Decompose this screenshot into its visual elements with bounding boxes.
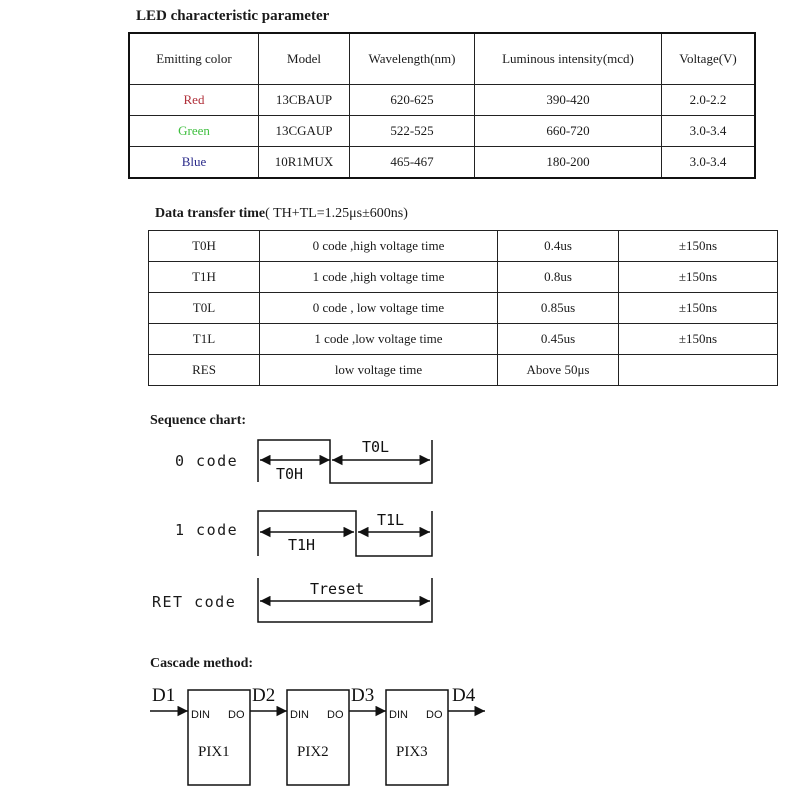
sequence-chart-title: Sequence chart: (150, 413, 247, 428)
led-parameter-table: Emitting color Model Wavelength(nm) Lumi… (128, 32, 756, 179)
t0h-label: T0H (276, 465, 303, 483)
timing-name-cell: RES (148, 354, 260, 386)
timing-description-cell: low voltage time (259, 354, 498, 386)
intensity-cell: 660-720 (474, 115, 662, 147)
pix1-label: PIX1 (198, 744, 230, 760)
transfer-title-bold: Data transfer time (155, 206, 266, 221)
timing-tolerance-cell: ±150ns (618, 292, 778, 324)
t1h-label: T1H (288, 536, 315, 554)
pix1-din: DIN (191, 709, 210, 721)
treset-label: Treset (310, 580, 364, 598)
header-emitting-color: Emitting color (128, 32, 259, 85)
timing-tolerance-cell: ±150ns (618, 323, 778, 355)
pix3-label: PIX3 (396, 744, 428, 760)
pix3-do: DO (426, 709, 443, 721)
voltage-cell: 3.0-3.4 (661, 146, 756, 179)
emitting-color-cell: Blue (128, 146, 259, 179)
timing-description-cell: 1 code ,high voltage time (259, 261, 498, 293)
pix3-din: DIN (389, 709, 408, 721)
timing-name-cell: T0H (148, 230, 260, 262)
signal-d2: D2 (252, 685, 275, 706)
zero-code-waveform (257, 439, 433, 484)
pix1-box (187, 689, 251, 786)
timing-value-cell: 0.45us (497, 323, 619, 355)
timing-description-cell: 0 code , low voltage time (259, 292, 498, 324)
timing-name-cell: T1L (148, 323, 260, 355)
one-code-label: 1 code (175, 521, 239, 539)
transfer-section-title: Data transfer time( TH+TL=1.25μs±600ns) (155, 206, 408, 222)
ret-code-waveform (257, 578, 433, 623)
timing-description-cell: 0 code ,high voltage time (259, 230, 498, 262)
signal-d1: D1 (152, 685, 175, 706)
one-code-waveform (257, 510, 433, 557)
timing-value-cell: 0.85us (497, 292, 619, 324)
header-model: Model (258, 32, 350, 85)
zero-code-label: 0 code (175, 452, 239, 470)
wavelength-cell: 522-525 (349, 115, 475, 147)
model-cell: 13CBAUP (258, 84, 350, 116)
timing-value-cell: Above 50μs (497, 354, 619, 386)
pix1-do: DO (228, 709, 245, 721)
timing-tolerance-cell (618, 354, 778, 386)
model-cell: 13CGAUP (258, 115, 350, 147)
ret-code-label: RET code (152, 593, 237, 611)
wavelength-cell: 465-467 (349, 146, 475, 179)
timing-value-cell: 0.4us (497, 230, 619, 262)
transfer-title-formula: ( TH+TL=1.25μs±600ns) (265, 206, 408, 221)
signal-d4: D4 (452, 685, 476, 706)
header-voltage: Voltage(V) (661, 32, 756, 85)
pix2-do: DO (327, 709, 344, 721)
timing-name-cell: T1H (148, 261, 260, 293)
t0l-label: T0L (362, 438, 389, 456)
cascade-method-title: Cascade method: (150, 656, 254, 671)
intensity-cell: 180-200 (474, 146, 662, 179)
signal-d3: D3 (351, 685, 374, 706)
pix3-box (385, 689, 449, 786)
voltage-cell: 3.0-3.4 (661, 115, 756, 147)
pix2-label: PIX2 (297, 744, 329, 760)
emitting-color-cell: Red (128, 84, 259, 116)
pix2-din: DIN (290, 709, 309, 721)
led-section-title: LED characteristic parameter (136, 8, 330, 24)
intensity-cell: 390-420 (474, 84, 662, 116)
led-table-header-row: Emitting color Model Wavelength(nm) Lumi… (128, 32, 756, 85)
model-cell: 10R1MUX (258, 146, 350, 179)
pix2-box (286, 689, 350, 786)
header-wavelength: Wavelength(nm) (349, 32, 475, 85)
voltage-cell: 2.0-2.2 (661, 84, 756, 116)
emitting-color-cell: Green (128, 115, 259, 147)
t1l-label: T1L (377, 511, 404, 529)
